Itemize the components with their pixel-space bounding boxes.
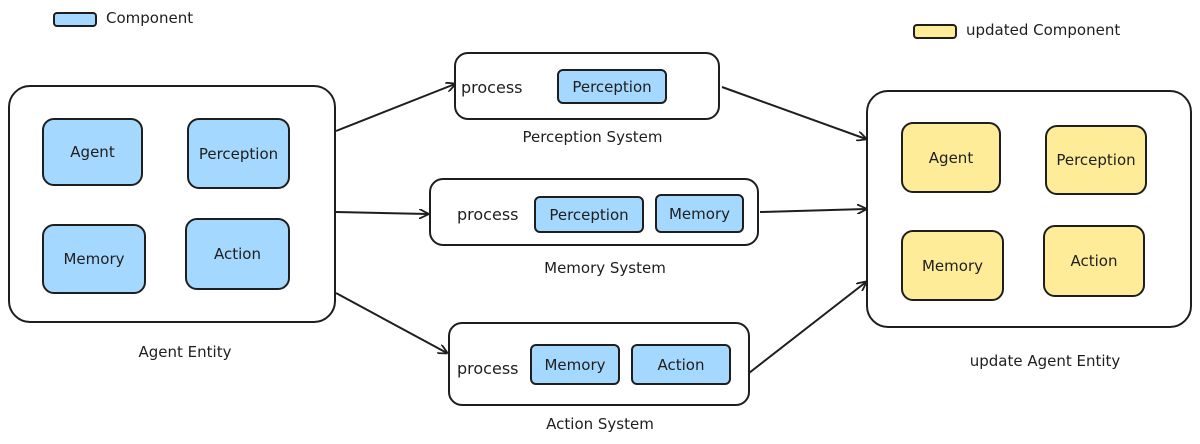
action-system-label: Action System (546, 415, 654, 433)
agent-entity-action-component: Action (185, 218, 290, 290)
arrow-memory-to-updated (759, 209, 866, 212)
action-system-memory-chip: Memory (530, 344, 620, 385)
updated-agent-entity-label: update Agent Entity (969, 352, 1121, 370)
updated-entity-action-component: Action (1043, 225, 1145, 297)
arrow-perception-to-updated (721, 86, 866, 139)
perception-system-label: Perception System (522, 128, 663, 146)
arrow-agent-to-action (335, 292, 447, 353)
action-system-action-chip: Action (631, 344, 731, 385)
memory-system-perception-chip: Perception (534, 196, 644, 233)
updated-entity-perception-component: Perception (1045, 125, 1147, 195)
memory-system-process-text: process (457, 205, 519, 224)
action-system-process-text: process (457, 359, 519, 378)
memory-system-label: Memory System (544, 259, 666, 277)
arrow-agent-to-memory (335, 212, 428, 214)
perception-system-perception-chip: Perception (557, 69, 667, 104)
legend-updated-component-swatch (913, 24, 957, 39)
memory-system-memory-chip: Memory (655, 194, 744, 233)
updated-entity-agent-component: Agent (901, 122, 1001, 193)
agent-entity-label: Agent Entity (138, 343, 232, 361)
arrow-agent-to-perception (335, 84, 455, 132)
legend-updated-component-label: updated Component (966, 21, 1121, 39)
updated-entity-memory-component: Memory (901, 230, 1004, 301)
agent-entity-agent-component: Agent (42, 118, 143, 186)
agent-entity-memory-component: Memory (42, 224, 146, 294)
legend-component-swatch (53, 12, 97, 27)
legend-component-label: Component (106, 9, 194, 27)
arrow-action-to-updated (748, 282, 866, 374)
perception-system-process-text: process (461, 78, 523, 97)
agent-entity-perception-component: Perception (187, 118, 290, 189)
